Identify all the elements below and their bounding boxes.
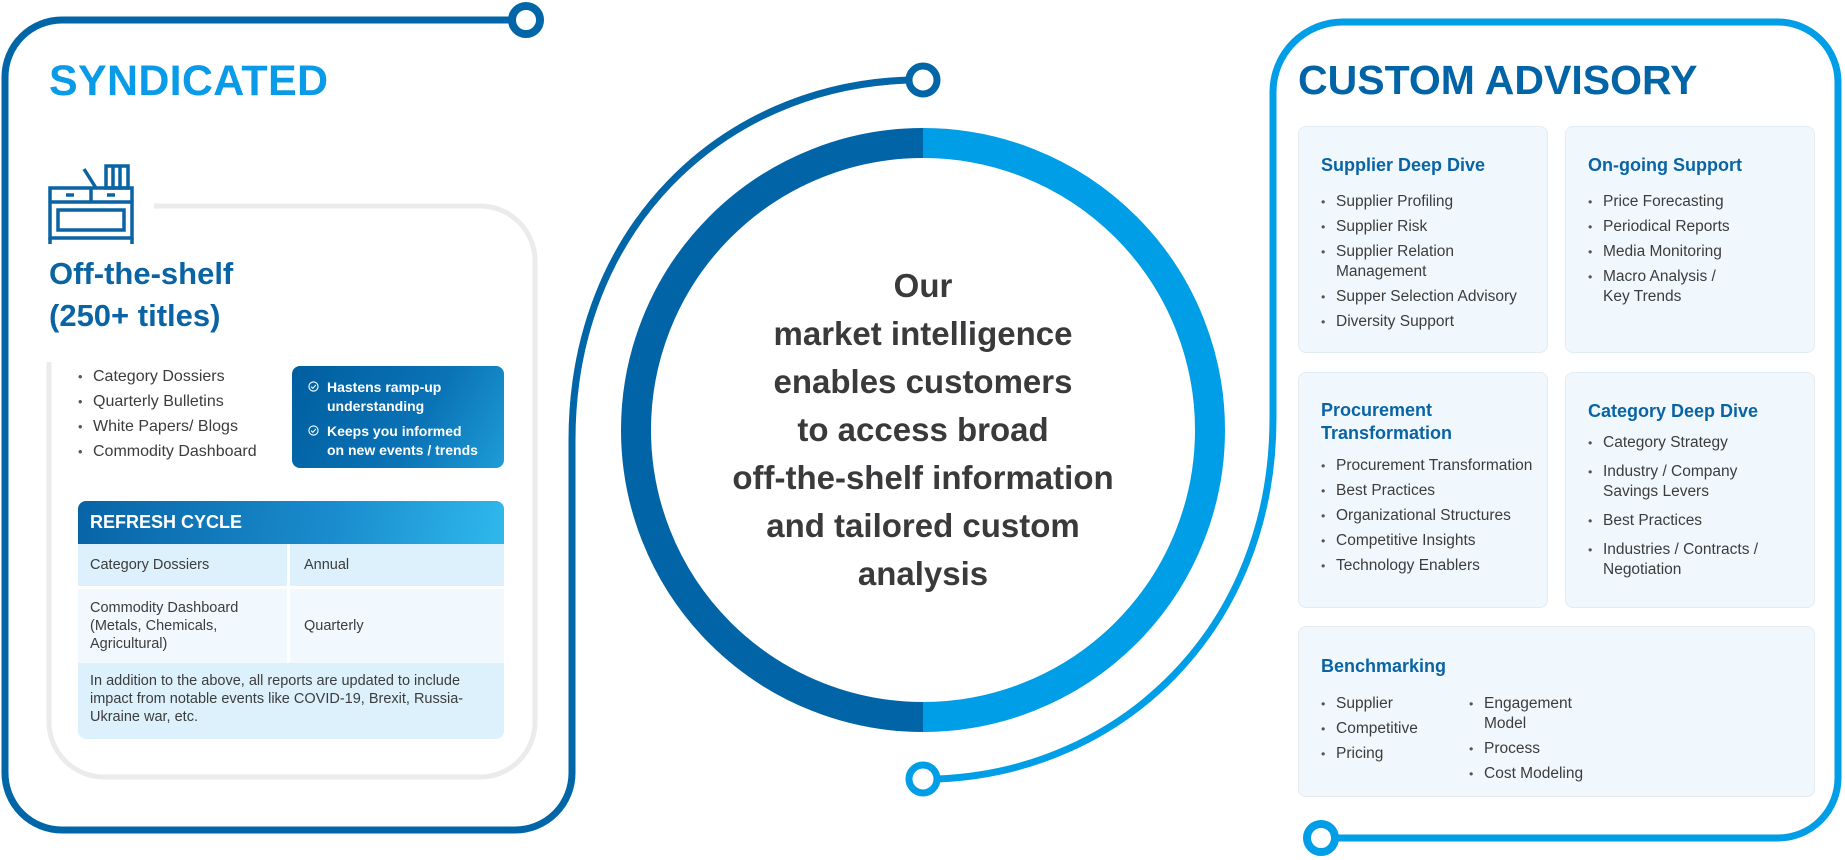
connector-node [1303,820,1339,856]
table-header: REFRESH CYCLE [78,501,504,544]
custom-frame [936,18,1842,842]
list-item: Technology Enablers [1321,556,1535,576]
bookshelf-icon [48,164,134,244]
syndicated-items: Category Dossiers Quarterly Bulletins Wh… [78,366,257,466]
offshelf-count: (250+ titles) [49,298,221,333]
statement-line: Our [893,267,953,304]
list-item: Periodical Reports [1588,217,1802,237]
list-item: Price Forecasting [1588,192,1802,212]
table-cell: Category Dossiers [78,544,290,586]
table-cell: Annual [304,557,350,573]
benefit-text: Keeps you informed [327,423,462,439]
syndicated-title: SYNDICATED [49,57,329,105]
card-supplier-deep-dive: Supplier Deep Dive Supplier Profiling Su… [1298,126,1548,353]
statement-line: enables customers [773,363,1073,400]
benefit-item: Keeps you informed on new events / trends [308,422,494,460]
custom-advisory-title: CUSTOM ADVISORY [1298,57,1698,103]
card-benchmarking: Benchmarking Supplier Competitive Pricin… [1298,626,1815,797]
list-item: Supper Selection Advisory [1321,287,1535,307]
list-item: Competitive [1321,719,1469,739]
list-item: Industry / Company Savings Levers [1588,462,1763,502]
ring-left-half [621,128,924,732]
connector-node [905,62,941,98]
list-item: Supplier Risk [1321,217,1535,237]
benefit-text: understanding [327,398,425,414]
card-procurement-transformation: Procurement Transformation Procurement T… [1298,372,1548,608]
offshelf-title-line: Off-the-shelf [49,256,234,291]
list-item: Engagement Model [1469,694,1617,734]
list-item: Media Monitoring [1588,242,1802,262]
list-item: Commodity Dashboard [78,441,257,462]
card-title: On-going Support [1588,155,1742,175]
card-title: Supplier Deep Dive [1321,155,1486,175]
syndicated-frame [1,16,910,834]
table-row: Commodity Dashboard (Metals, Chemicals, … [78,589,504,663]
connector-node [508,2,544,38]
list-item: Organizational Structures [1321,506,1535,526]
list-item: Supplier Profiling [1321,192,1535,212]
list-item: Competitive Insights [1321,531,1535,551]
statement-line: off-the-shelf information [732,459,1114,496]
check-circle-icon [308,425,319,436]
list-item: Process [1469,739,1617,759]
offshelf-frame [46,203,538,780]
benefits-box: Hastens ramp-up understanding Keeps you i… [292,366,504,468]
table-row: Category Dossiers Annual [78,544,504,589]
list-item: Best Practices [1588,511,1802,531]
list-item: Diversity Support [1321,312,1535,332]
card-title: Benchmarking [1321,656,1447,676]
table-cell: Quarterly [304,618,364,634]
list-item: Category Strategy [1588,433,1802,453]
list-item: Supplier [1321,694,1469,714]
center-statement: Our market intelligence enables customer… [693,262,1153,598]
table-cell: Commodity Dashboard (Metals, Chemicals, … [78,589,290,663]
offshelf-title: Off-the-shelf (250+ titles) [49,253,233,337]
list-item: Category Dossiers [78,366,257,387]
ring-right-half [922,128,1225,732]
card-ongoing-support: On-going Support Price Forecasting Perio… [1565,126,1815,353]
statement-line: and tailored custom [766,507,1080,544]
refresh-cycle-table: REFRESH CYCLE Category Dossiers Annual C… [78,501,504,739]
list-item: Pricing [1321,744,1469,764]
list-item: Supplier Relation Management [1321,242,1476,282]
table-note: In addition to the above, all reports ar… [78,663,504,739]
benefit-text: on new events / trends [327,442,478,458]
list-item: White Papers/ Blogs [78,416,257,437]
list-item: Best Practices [1321,481,1535,501]
statement-line: market intelligence [773,315,1073,352]
list-item: Quarterly Bulletins [78,391,257,412]
list-item: Macro Analysis / Key Trends [1588,267,1733,307]
connector-node [905,761,941,797]
card-category-deep-dive: Category Deep Dive Category Strategy Ind… [1565,372,1815,608]
card-title: Category Deep Dive [1588,401,1759,421]
statement-line: to access broad [797,411,1049,448]
list-item: Industries / Contracts / Negotiation [1588,540,1783,580]
check-circle-icon [308,381,319,392]
benefit-text: Hastens ramp-up [327,379,442,395]
list-item: Procurement Transformation [1321,456,1535,476]
statement-line: analysis [857,555,989,592]
list-item: Cost Modeling [1469,764,1617,784]
benefit-item: Hastens ramp-up understanding [308,378,494,416]
card-title: Procurement Transformation [1321,400,1453,443]
